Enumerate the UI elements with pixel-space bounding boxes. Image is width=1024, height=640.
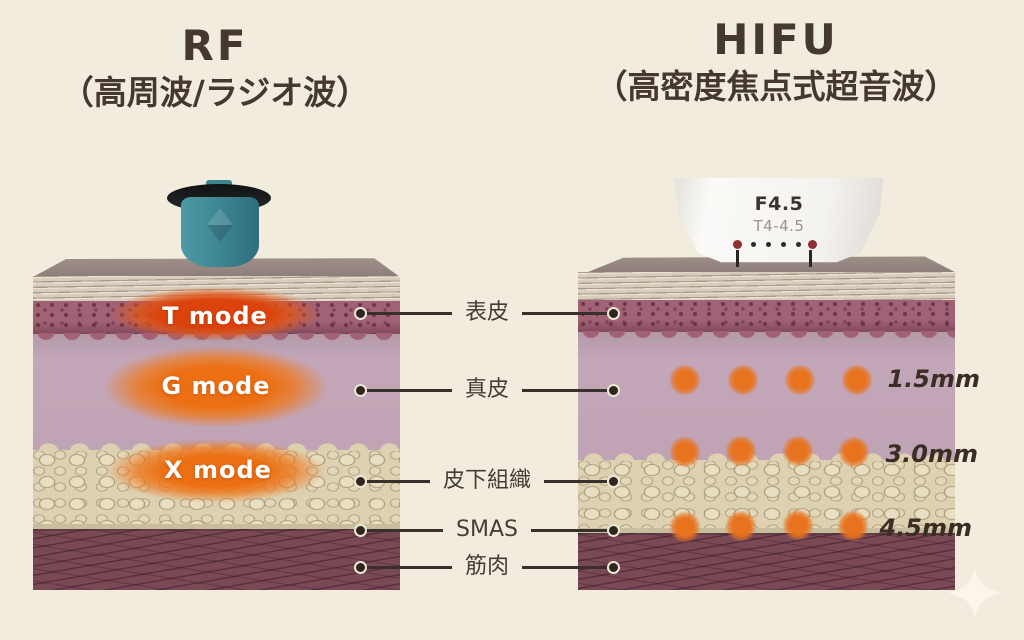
rf-title-group: RF （高周波/ラジオ波） xyxy=(5,21,425,113)
depth-label-4-5mm: 4.5mm xyxy=(879,514,972,542)
hifu-cartridge-device: F4.5 T4-4.5 xyxy=(672,178,886,264)
rf-smas-line xyxy=(33,524,400,529)
callout-dot-right xyxy=(607,523,620,537)
callout-dot-left xyxy=(354,560,367,574)
hifu-focal-dot xyxy=(727,364,759,396)
hifu-epidermis-scallops xyxy=(578,331,955,342)
layer-label-smas: SMAS xyxy=(456,517,518,542)
hifu-smas-line xyxy=(578,528,955,533)
hifu-led-dot xyxy=(751,242,756,247)
hifu-layer-muscle xyxy=(578,533,955,590)
rf-xmode-heat-zone xyxy=(106,439,326,503)
hifu-skin-block xyxy=(578,272,955,590)
rf-handpiece-device xyxy=(181,197,259,267)
callout-line xyxy=(367,479,430,483)
rf-layer-muscle xyxy=(33,529,400,590)
callout-smas: SMAS xyxy=(354,517,620,543)
callout-line xyxy=(367,311,452,315)
hifu-cartridge-shell xyxy=(674,178,884,263)
hifu-skin-top-face xyxy=(585,256,955,273)
rf-xmode-label: X mode xyxy=(164,456,272,484)
layer-label-epidermis: 表皮 xyxy=(465,300,510,325)
callout-muscle: 筋肉 xyxy=(354,554,621,580)
callout-dot-right xyxy=(607,560,621,574)
hifu-focal-dot xyxy=(782,509,814,541)
hifu-layer-stratum xyxy=(578,272,955,300)
hifu-tick-left xyxy=(736,250,739,267)
callout-line xyxy=(544,479,608,483)
hifu-led-dot xyxy=(796,242,801,247)
rf-gmode-label: G mode xyxy=(161,372,271,400)
depth-label-1-5mm: 1.5mm xyxy=(887,365,980,393)
callout-dermis: 真皮 xyxy=(354,377,621,403)
hifu-led-red-left xyxy=(733,240,742,249)
hifu-focal-dot xyxy=(782,435,814,467)
callout-line xyxy=(530,528,607,532)
hifu-led-red-right xyxy=(808,240,817,249)
hifu-title: HIFU xyxy=(713,15,839,64)
hifu-transducer-label: T4-4.5 xyxy=(753,217,805,235)
callout-line xyxy=(522,311,608,315)
hifu-focal-dot xyxy=(725,435,757,467)
hifu-focal-dot xyxy=(669,436,701,468)
hifu-layer-dermis xyxy=(578,332,955,460)
rf-device-diamond-icon xyxy=(207,208,233,242)
rf-tmode-heat-zone xyxy=(110,287,320,341)
rf-title: RF xyxy=(181,21,249,70)
hifu-layer-epidermis xyxy=(578,300,955,332)
hifu-focal-dot xyxy=(669,364,701,396)
callout-line xyxy=(367,388,452,392)
callout-dot-left xyxy=(354,523,367,537)
callout-dot-right xyxy=(607,474,621,488)
callout-line xyxy=(522,565,608,569)
layer-label-muscle: 筋肉 xyxy=(465,554,510,579)
callout-line xyxy=(522,388,608,392)
hifu-focal-dot xyxy=(725,510,757,542)
hifu-led-dot xyxy=(781,242,786,247)
hifu-focal-dot xyxy=(784,364,816,396)
hifu-focus-label: F4.5 xyxy=(754,193,804,215)
rf-gmode-heat-zone xyxy=(103,346,329,428)
hifu-focal-dot xyxy=(837,510,869,542)
callout-dot-right xyxy=(607,306,621,320)
sparkle-icon xyxy=(948,566,1002,620)
hifu-focal-dot xyxy=(669,511,701,543)
callout-dot-left xyxy=(354,474,367,488)
depth-label-3-0mm: 3.0mm xyxy=(885,440,978,468)
layer-label-subcutaneous: 皮下組織 xyxy=(443,468,532,493)
hifu-layer-fat xyxy=(578,460,955,528)
hifu-focal-dot xyxy=(841,364,873,396)
rf-tmode-label: T mode xyxy=(162,302,268,330)
hifu-subtitle: （高密度焦点式超音波） xyxy=(594,67,958,107)
callout-line xyxy=(367,565,452,569)
rf-skin-top-face xyxy=(33,258,400,277)
callout-dot-right xyxy=(607,383,621,397)
callout-line xyxy=(367,528,444,532)
callout-dot-left xyxy=(354,383,367,397)
callout-subcutaneous: 皮下組織 xyxy=(354,468,621,494)
hifu-title-group: HIFU （高密度焦点式超音波） xyxy=(528,15,1024,107)
hifu-tick-right xyxy=(809,250,812,267)
layer-label-dermis: 真皮 xyxy=(465,377,510,402)
rf-subtitle: （高周波/ラジオ波） xyxy=(60,73,370,113)
callout-epidermis: 表皮 xyxy=(354,300,621,326)
hifu-focal-dot xyxy=(838,436,870,468)
callout-dot-left xyxy=(354,306,367,320)
hifu-led-dot xyxy=(766,242,771,247)
